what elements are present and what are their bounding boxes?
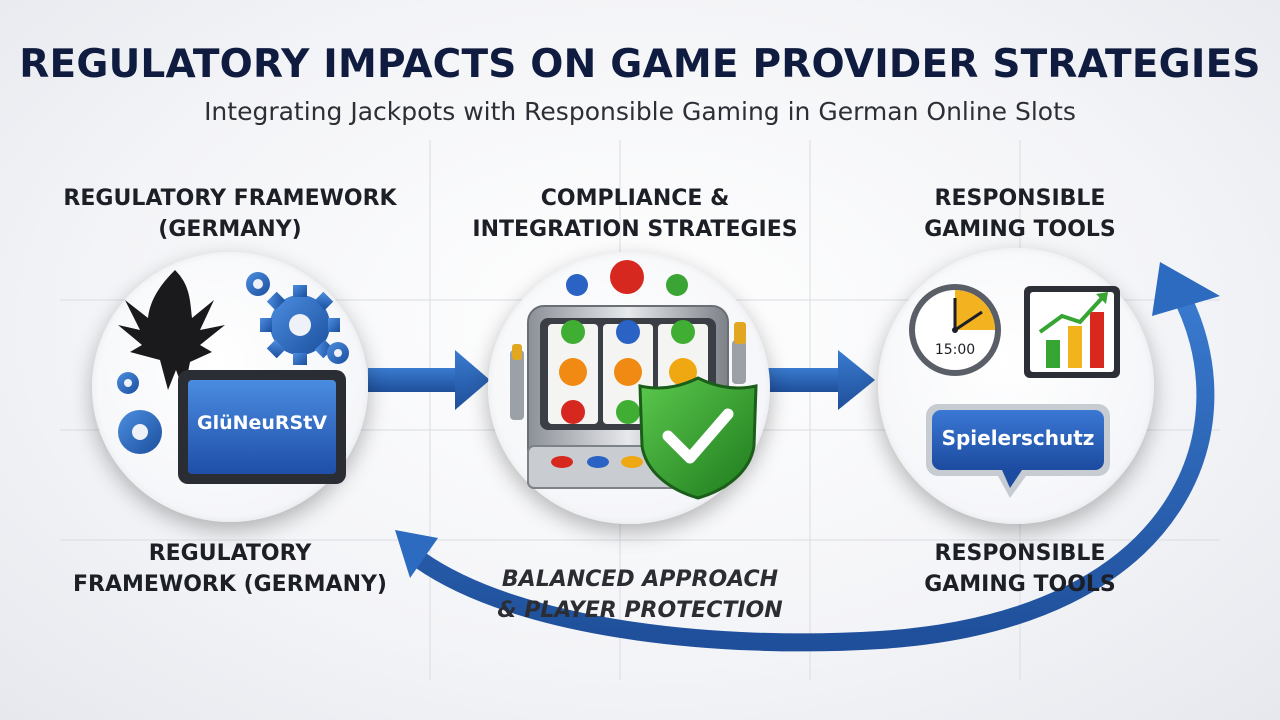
regulatory-bottom-label-line2: FRAMEWORK (GERMANY) <box>73 572 387 597</box>
loop-label-line2: & PLAYER PROTECTION <box>497 598 783 623</box>
responsible-top-label-line2: GAMING TOOLS <box>924 217 1116 242</box>
tablet-screen-text: GlüNeuRStV <box>196 412 328 434</box>
compliance-top-label-line2: INTEGRATION STRATEGIES <box>472 217 798 242</box>
arrow-regulatory-to-compliance <box>368 350 490 410</box>
regulatory-bottom-label: REGULATORY FRAMEWORK (GERMANY) <box>60 538 400 600</box>
page-title: REGULATORY IMPACTS ON GAME PROVIDER STRA… <box>19 42 1261 87</box>
regulatory-node-circle <box>92 252 368 522</box>
compliance-top-label-line1: COMPLIANCE & <box>540 186 730 211</box>
responsible-top-label-line1: RESPONSIBLE <box>934 186 1106 211</box>
regulatory-top-label-line2: (GERMANY) <box>158 217 302 242</box>
page-subtitle: Integrating Jackpots with Responsible Ga… <box>204 97 1076 126</box>
spielerschutz-badge-text: Spielerschutz <box>941 426 1095 450</box>
regulatory-bottom-label-line1: REGULATORY <box>148 541 312 566</box>
responsible-bottom-label: RESPONSIBLE GAMING TOOLS <box>880 538 1160 600</box>
feedback-loop-arrow <box>395 262 1220 652</box>
responsible-bottom-label-line2: GAMING TOOLS <box>924 572 1116 597</box>
responsible-top-label: RESPONSIBLE GAMING TOOLS <box>880 183 1160 245</box>
regulatory-top-label-line1: REGULATORY FRAMEWORK <box>63 186 397 211</box>
loop-label: BALANCED APPROACH & PLAYER PROTECTION <box>470 564 810 626</box>
loop-label-line1: BALANCED APPROACH <box>501 567 779 592</box>
regulatory-top-label: REGULATORY FRAMEWORK (GERMANY) <box>50 183 410 245</box>
clock-time-text: 15:00 <box>934 342 976 358</box>
responsible-node-circle <box>878 248 1154 524</box>
responsible-bottom-label-line1: RESPONSIBLE <box>934 541 1106 566</box>
arrow-compliance-to-responsible <box>766 350 875 410</box>
compliance-top-label: COMPLIANCE & INTEGRATION STRATEGIES <box>450 183 820 245</box>
compliance-node-circle <box>488 252 770 524</box>
